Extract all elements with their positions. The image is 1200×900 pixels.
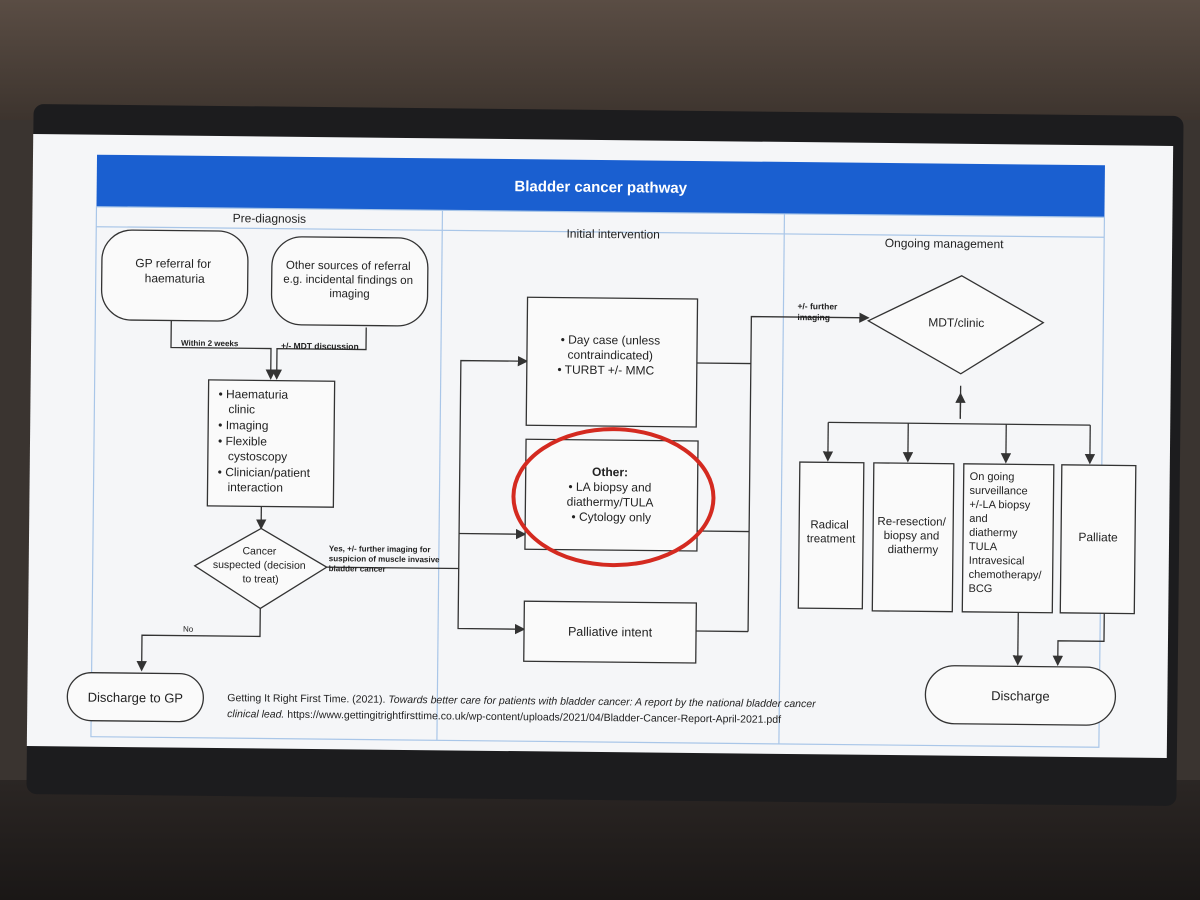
label-mdt-discussion: +/- MDT discussion [281, 341, 359, 352]
node-surveillance-text: On going surveillance +/-LA biopsy and d… [968, 471, 1045, 596]
node-discharge-to-gp [66, 672, 204, 723]
label-no: No [183, 625, 194, 634]
lane-pre-diagnosis: Pre-diagnosis [233, 211, 307, 226]
node-haematuria-clinic [206, 379, 336, 508]
node-palliate [1059, 464, 1137, 615]
node-other-interventions-text: Other: • LA biopsy and diathermy/TULA • … [566, 465, 656, 525]
node-cancer-suspected [193, 527, 328, 610]
room-background [0, 0, 1200, 120]
node-re-resection-text: Re-resection/ biopsy and diathermy [877, 516, 949, 557]
pathway-diagram: Bladder cancer pathway Pre-diagnosis Ini… [66, 154, 1137, 748]
slide-screen: Bladder cancer pathway Pre-diagnosis Ini… [26, 134, 1174, 758]
node-other-sources-text: Other sources of referral e.g. incidenta… [283, 260, 416, 301]
citation-line-2: clinical lead. https://www.gettingitrigh… [227, 708, 781, 726]
node-palliate-text: Palliate [1078, 530, 1118, 544]
node-discharge-to-gp-text: Discharge to GP [88, 690, 184, 706]
node-haematuria-clinic-text: • Haematuria clinic • Imaging • Flexible… [217, 387, 314, 495]
node-day-case-text: • Day case (unless contraindicated) • TU… [557, 333, 663, 378]
node-radical-treatment-text: Radical treatment [807, 519, 857, 546]
highlight-circle [511, 427, 716, 568]
page-title: Bladder cancer pathway [514, 178, 687, 197]
node-palliative-intent [523, 600, 698, 664]
label-yes-further-imaging: Yes, +/- further imaging for suspicion o… [329, 544, 442, 574]
node-day-case [525, 296, 699, 428]
node-palliative-intent-text: Palliative intent [568, 625, 653, 640]
node-discharge-text: Discharge [991, 688, 1050, 704]
node-re-resection [871, 462, 955, 613]
node-radical-treatment [797, 461, 865, 610]
node-mdt-clinic [866, 275, 1045, 375]
node-discharge [924, 665, 1117, 726]
label-within-2-weeks: Within 2 weeks [181, 339, 239, 349]
node-other-interventions [524, 438, 699, 552]
label-further-imaging: +/- further imaging [797, 301, 839, 322]
lane-initial-intervention: Initial intervention [566, 227, 660, 242]
connectors [136, 312, 1105, 672]
header-bar [96, 154, 1105, 218]
node-gp-referral [100, 229, 249, 322]
lane-ongoing-management: Ongoing management [885, 236, 1005, 251]
node-gp-referral-text: GP referral for haematuria [135, 256, 214, 286]
node-surveillance [961, 463, 1055, 614]
node-cancer-suspected-text: Cancer suspected (decision to treat) [213, 545, 309, 586]
node-other-sources [270, 236, 429, 327]
node-mdt-clinic-text: MDT/clinic [928, 315, 984, 330]
citation-line-1: Getting It Right First Time. (2021). Tow… [227, 692, 816, 710]
